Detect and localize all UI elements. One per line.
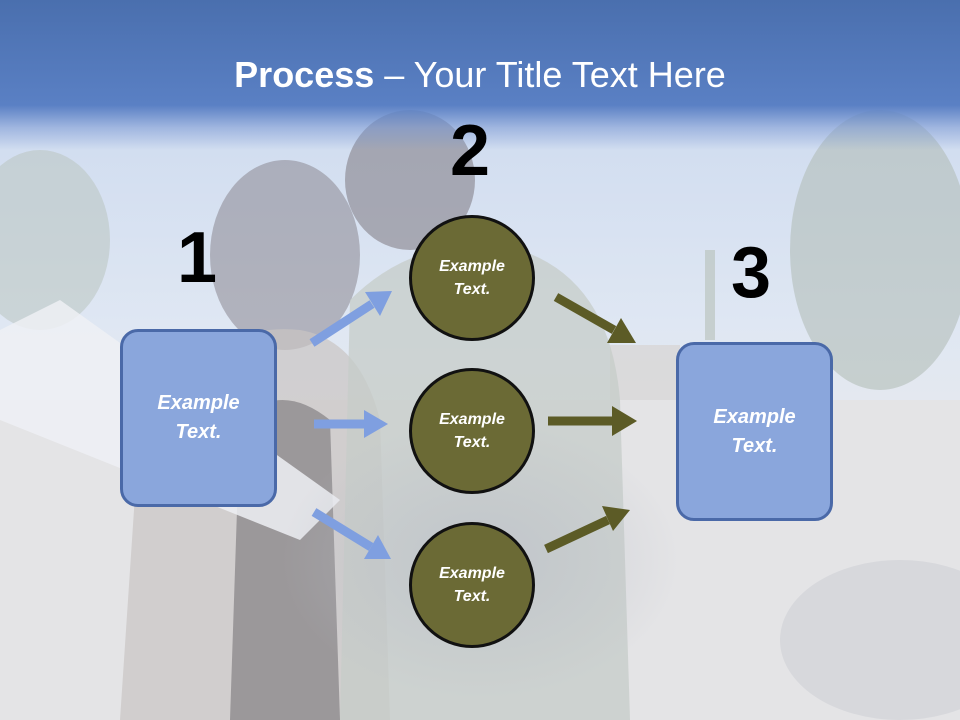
olive-arrow-up	[544, 506, 630, 554]
circle-top-text: Example Text.	[439, 258, 505, 298]
olive-arrow-down	[553, 293, 636, 343]
circle-middle: Example Text.	[409, 368, 535, 494]
step-number-2: 2	[450, 111, 491, 191]
circle-top: Example Text.	[409, 215, 535, 341]
title-bold: Process	[234, 54, 375, 95]
left-box-text: Example Text.	[157, 392, 240, 443]
blue-arrow-down	[311, 508, 391, 559]
slide-title: Process – Your Title Text Here	[0, 52, 960, 98]
title-rest: – Your Title Text Here	[374, 54, 726, 95]
blue-arrow-middle	[314, 410, 388, 438]
circle-middle-text: Example Text.	[439, 411, 505, 451]
circle-bottom: Example Text.	[409, 522, 535, 648]
right-box-text: Example Text.	[713, 405, 796, 457]
olive-arrow-middle	[548, 406, 637, 436]
left-step-box: Example Text.	[120, 329, 277, 507]
step-number-1: 1	[177, 218, 218, 298]
right-step-box: Example Text.	[676, 342, 833, 521]
step-number-3: 3	[731, 233, 772, 313]
circle-bottom-text: Example Text.	[439, 565, 505, 605]
title-band	[0, 0, 960, 150]
blue-arrow-up	[309, 291, 392, 347]
